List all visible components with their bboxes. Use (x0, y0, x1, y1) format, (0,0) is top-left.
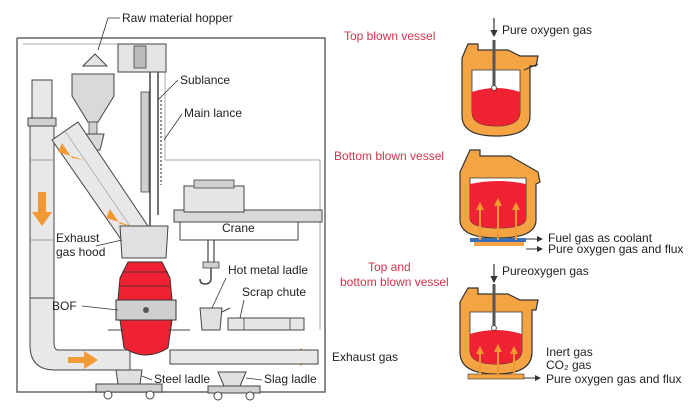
label-steel-ladle: Steel ladle (154, 372, 210, 386)
bof-vessel (108, 261, 190, 356)
steel-ladle-car (95, 369, 163, 400)
label-crane: Crane (222, 221, 255, 235)
label-exhaust-line2: gas hood (56, 245, 105, 259)
label-bof: BOF (52, 299, 77, 313)
exhaust-pipe-out (169, 349, 319, 365)
top-blown-title: Top blown vessel (344, 29, 435, 43)
hot-metal-ladle (199, 307, 231, 331)
top-bottom-co2-label: CO₂ gas (546, 358, 591, 372)
top-bottom-title-line1: Top and (368, 260, 411, 274)
flow-arrow-duct-2 (106, 209, 132, 226)
top-bottom-title-line2: bottom blown vessel (340, 275, 449, 289)
top-bottom-blown-vessel (459, 284, 539, 380)
top-bottom-inert-label: Inert gas (546, 345, 593, 359)
top-bottom-bottom-gas-label: Pure oxygen gas and flux (546, 372, 681, 386)
flow-arrow-duct-1 (58, 143, 84, 160)
plant-diagram: Raw material hopper Sublance Main lance … (16, 11, 398, 401)
label-sublance: Sublance (180, 73, 230, 87)
flow-arrow-stack (32, 192, 52, 226)
exhaust-gas-hood (119, 225, 169, 259)
top-blown-section: Top blown vessel Pure oxygen gas (344, 18, 592, 137)
top-bottom-top-gas-label: Pureoxygen gas (502, 264, 589, 278)
crane (173, 179, 323, 285)
label-hot-metal-ladle: Hot metal ladle (228, 263, 308, 277)
building-frame (16, 37, 326, 393)
scrap-chute (227, 317, 305, 331)
bottom-blown-coolant-label: Fuel gas as coolant (548, 231, 653, 245)
label-exhaust-gas: Exhaust gas (332, 350, 398, 364)
top-bottom-blown-section: Top and bottom blown vessel Pureoxygen g… (340, 260, 681, 386)
bottom-blown-section: Bottom blown vessel Fuel gas as coolant … (334, 149, 683, 256)
top-blown-vessel (461, 40, 539, 137)
leader-lines (81, 17, 263, 381)
flow-arrow-bottom (68, 351, 98, 369)
top-blown-gas-label: Pure oxygen gas (502, 23, 592, 37)
bottom-blown-vessel (459, 149, 541, 246)
lance-tower (117, 43, 167, 230)
label-exhaust-line1: Exhaust (56, 231, 100, 245)
label-scrap-chute: Scrap chute (242, 285, 306, 299)
label-main-lance: Main lance (184, 106, 242, 120)
bottom-blown-gas-label: Pure oxygen gas and flux (548, 242, 683, 256)
slag-ladle-car (207, 371, 261, 401)
bottom-blown-title: Bottom blown vessel (334, 149, 444, 163)
label-raw-material-hopper: Raw material hopper (122, 11, 233, 25)
label-slag-ladle: Slag ladle (264, 372, 317, 386)
